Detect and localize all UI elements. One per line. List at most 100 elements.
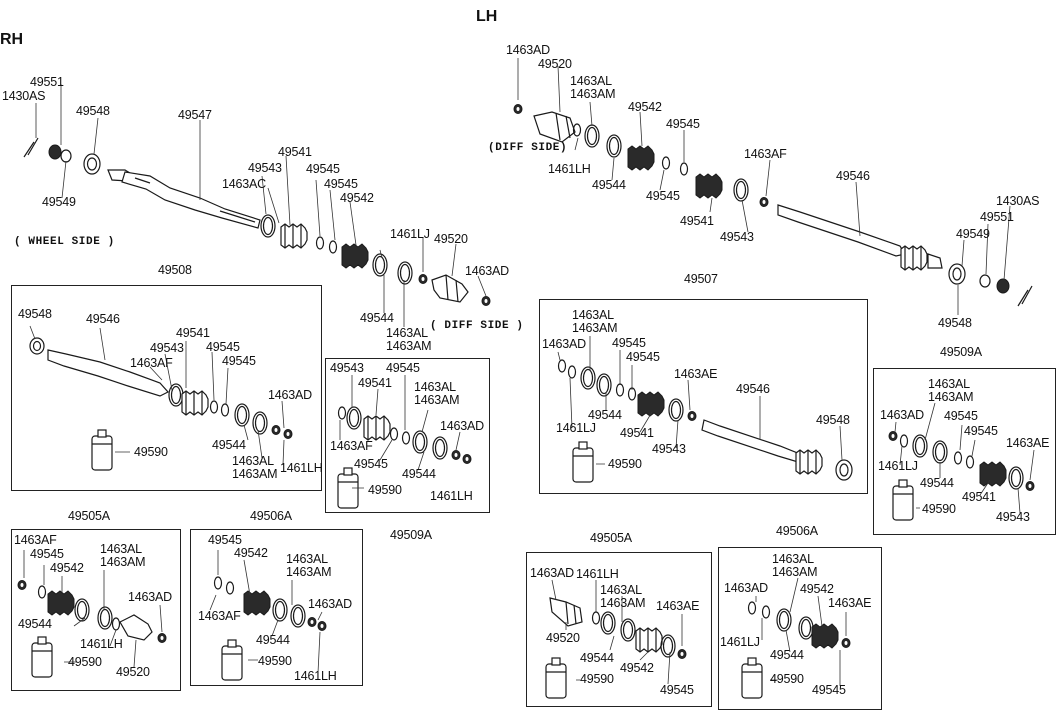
part-label: 49551 [30, 75, 64, 89]
part-label: 49549 [956, 227, 990, 241]
kit-box-49505a-rh [11, 529, 181, 691]
box-title-49507: 49507 [684, 272, 718, 286]
part-label: 49544 [402, 467, 436, 481]
b49507-drawing [557, 336, 853, 483]
part-label: 49545 [944, 409, 978, 423]
part-label: 49543 [720, 230, 754, 244]
part-label: 49542 [800, 582, 834, 596]
b506rh-drawing [209, 550, 327, 681]
part-label: 49548 [816, 413, 850, 427]
part-label: 49547 [178, 108, 212, 122]
part-label: 49541 [278, 145, 312, 159]
part-label: 1463AD [724, 581, 768, 595]
part-label: 49520 [538, 57, 572, 71]
part-label: 1461LH [294, 669, 337, 683]
part-label: 1463AL 1463AM [232, 454, 278, 481]
part-label: 49542 [628, 100, 662, 114]
diff-side-note-lh: (DIFF SIDE) [488, 142, 568, 154]
part-label: 1463AD [506, 43, 550, 57]
kit-box-49509a-lh [873, 368, 1056, 535]
part-label: 1463AC [222, 177, 266, 191]
part-label: 1461LH [576, 567, 619, 581]
box-title-49506a-lh: 49506A [776, 524, 818, 538]
kit-box-49508 [11, 285, 322, 491]
part-label: 49543 [150, 341, 184, 355]
kit-box-49506a-rh [190, 529, 363, 686]
part-label: 49543 [652, 442, 686, 456]
part-label: 49543 [996, 510, 1030, 524]
part-label: 1463AD [465, 264, 509, 278]
part-label: 49520 [546, 631, 580, 645]
part-label: 49590 [922, 502, 956, 516]
part-label: 1463AL 1463AM [772, 552, 818, 579]
part-label: 1463AF [130, 356, 173, 370]
part-label: 49544 [592, 178, 626, 192]
box-title-49505a-lh: 49505A [590, 531, 632, 545]
part-label: 49545 [306, 162, 340, 176]
part-label: 49544 [256, 633, 290, 647]
part-label: 49544 [18, 617, 52, 631]
b505lh-drawing [545, 579, 687, 699]
part-label: 1461LH [548, 162, 591, 176]
part-label: 1461LH [280, 461, 323, 475]
part-label: 49542 [234, 546, 268, 560]
part-label: 49590 [368, 483, 402, 497]
b49508-drawing [29, 325, 293, 471]
part-label: 49549 [42, 195, 76, 209]
part-label: 1463AL 1463AM [286, 552, 332, 579]
b505rh-drawing [17, 550, 167, 678]
part-label: 1463AL 1463AM [928, 377, 974, 404]
part-label: 49545 [386, 361, 420, 375]
part-label: 1463AL 1463AM [386, 326, 432, 353]
kit-box-49506a-lh [718, 547, 882, 710]
part-label: 49543 [330, 361, 364, 375]
part-label: 1463AD [440, 419, 484, 433]
part-label: 49545 [208, 533, 242, 547]
box-title-49509a-lh: 49509A [940, 345, 982, 359]
kit-box-49505a-lh [526, 552, 712, 707]
part-label: 49544 [580, 651, 614, 665]
part-label: 49541 [176, 326, 210, 340]
part-label: 49545 [222, 354, 256, 368]
lh-main-shaft [513, 58, 1033, 315]
part-label: 49545 [660, 683, 694, 697]
diff-side-note-rh: ( DIFF SIDE ) [430, 320, 524, 332]
part-label: 49545 [812, 683, 846, 697]
part-label: 49546 [836, 169, 870, 183]
rh-main-shaft [23, 84, 491, 327]
kit-box-49509a-rh [325, 358, 490, 513]
part-label: 49548 [76, 104, 110, 118]
part-label: 1463AD [128, 590, 172, 604]
b509rh-drawing [337, 375, 472, 509]
part-label: 1463AL 1463AM [414, 380, 460, 407]
part-label: 1463AF [744, 147, 787, 161]
part-label: 1461LH [430, 489, 473, 503]
part-label: 1430AS [2, 89, 46, 103]
part-label: 1463AD [530, 566, 574, 580]
part-label: 49545 [206, 340, 240, 354]
box-title-49505a-rh: 49505A [68, 509, 110, 523]
part-label: 49542 [50, 561, 84, 575]
wheel-side-note: ( WHEEL SIDE ) [14, 236, 115, 248]
part-label: 49545 [646, 189, 680, 203]
part-label: 1463AD [308, 597, 352, 611]
part-label: 49545 [666, 117, 700, 131]
part-label: 49541 [620, 426, 654, 440]
part-label: 49545 [324, 177, 358, 191]
part-label: 49545 [964, 424, 998, 438]
part-label: 49546 [736, 382, 770, 396]
part-label: 49542 [620, 661, 654, 675]
part-label: 1461LJ [720, 635, 760, 649]
part-label: 49551 [980, 210, 1014, 224]
box-title-49506a-rh: 49506A [250, 509, 292, 523]
lh-header: LH [476, 8, 498, 25]
part-label: 1461LJ [556, 421, 596, 435]
part-label: 1463AF [198, 609, 241, 623]
part-label: 49545 [354, 457, 388, 471]
part-label: 49546 [86, 312, 120, 326]
box-title-49508: 49508 [158, 263, 192, 277]
b509lh-drawing [888, 402, 1035, 521]
part-label: 49520 [116, 665, 150, 679]
part-label: 1463AE [1006, 436, 1050, 450]
